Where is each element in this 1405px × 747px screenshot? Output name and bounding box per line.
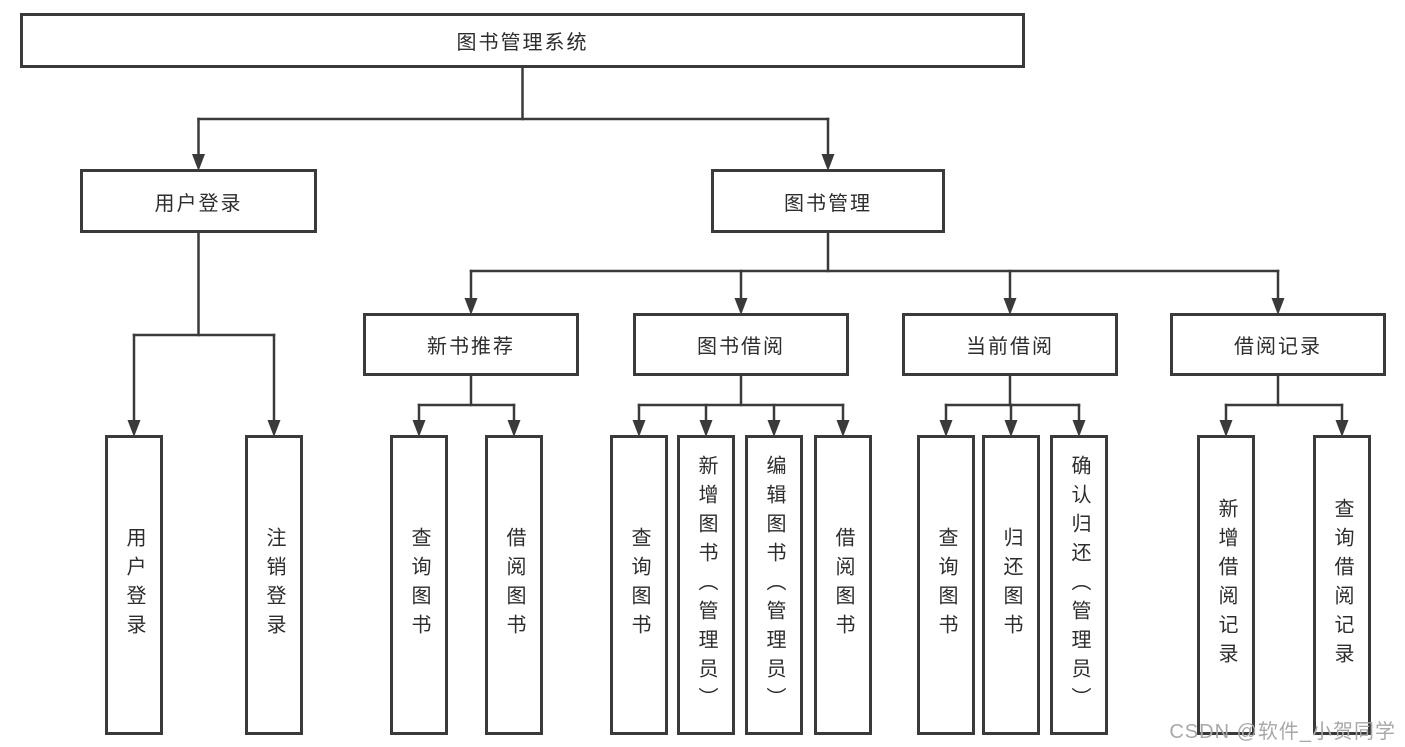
node-label-leaf-br-query: 查询借阅记录 [1331,498,1353,672]
node-label-leaf-bb-query: 查询图书 [628,527,650,643]
node-leaf-bb-borrow: 借阅图书 [814,435,872,735]
arrowhead-icon [939,420,953,437]
arrowhead-icon [464,298,478,315]
node-label-leaf-user-login: 用户登录 [123,527,145,643]
node-label-leaf-nb-query: 查询图书 [408,527,430,643]
node-label-root: 图书管理系统 [456,32,589,54]
node-label-book-mgmt: 图书管理 [784,192,872,215]
node-label-leaf-br-add: 新增借阅记录 [1215,498,1237,672]
edge-group-root [192,65,835,171]
edge-group-borrow-record [1219,373,1349,437]
edge-group-new-book [412,373,521,437]
edge-group-user-login [127,230,281,437]
node-book-borrow: 图书借阅 [633,313,849,376]
node-leaf-bb-query: 查询图书 [610,435,668,735]
node-leaf-cb-query: 查询图书 [917,435,975,735]
arrowhead-icon [412,420,426,437]
arrowhead-icon [699,420,713,437]
node-label-current-borrow: 当前借阅 [966,336,1054,358]
node-leaf-cb-return: 归还图书 [982,435,1040,735]
node-leaf-br-add: 新增借阅记录 [1197,435,1255,735]
node-leaf-nb-borrow: 借阅图书 [485,435,543,735]
node-label-leaf-cb-return: 归还图书 [1000,527,1022,643]
node-leaf-nb-query: 查询图书 [390,435,448,735]
edge-group-book-mgmt [464,230,1285,315]
arrowhead-icon [734,298,748,315]
edge-group-current-borrow [939,373,1086,437]
node-user-login: 用户登录 [80,169,317,233]
arrowhead-icon [632,420,646,437]
arrowhead-icon [1219,420,1233,437]
node-leaf-br-query: 查询借阅记录 [1313,435,1371,735]
node-leaf-user-login: 用户登录 [105,435,163,735]
node-leaf-logout: 注销登录 [245,435,303,735]
node-label-book-borrow: 图书借阅 [697,336,785,358]
arrowhead-icon [1271,298,1285,315]
arrowhead-icon [267,420,281,437]
node-label-leaf-logout: 注销登录 [263,527,285,643]
node-label-leaf-cb-query: 查询图书 [935,527,957,643]
watermark: CSDN @软件_小贺同学 [1169,721,1396,743]
node-root: 图书管理系统 [20,13,1025,68]
arrowhead-icon [1003,298,1017,315]
node-leaf-bb-edit: 编辑图书（管理员） [745,435,803,735]
arrowhead-icon [1072,420,1086,437]
node-label-leaf-cb-confirm: 确认归还（管理员） [1068,454,1090,716]
node-borrow-record: 借阅记录 [1170,313,1386,376]
node-label-leaf-bb-borrow: 借阅图书 [832,527,854,643]
arrowhead-icon [127,420,141,437]
node-label-leaf-nb-borrow: 借阅图书 [503,527,525,643]
node-label-leaf-bb-add: 新增图书（管理员） [695,454,717,716]
node-leaf-bb-add: 新增图书（管理员） [677,435,735,735]
arrowhead-icon [821,154,835,171]
arrowhead-icon [1004,420,1018,437]
arrowhead-icon [192,154,205,171]
arrowhead-icon [767,420,781,437]
node-book-mgmt: 图书管理 [711,169,945,233]
node-current-borrow: 当前借阅 [902,313,1118,376]
node-leaf-cb-confirm: 确认归还（管理员） [1050,435,1108,735]
node-label-user-login: 用户登录 [154,192,243,215]
node-label-new-book: 新书推荐 [427,336,515,358]
arrowhead-icon [1335,420,1349,437]
edge-group-book-borrow [632,373,850,437]
node-label-borrow-record: 借阅记录 [1234,336,1322,358]
node-new-book: 新书推荐 [363,313,579,376]
arrowhead-icon [507,420,521,437]
node-label-leaf-bb-edit: 编辑图书（管理员） [763,454,785,716]
arrowhead-icon [836,420,850,437]
